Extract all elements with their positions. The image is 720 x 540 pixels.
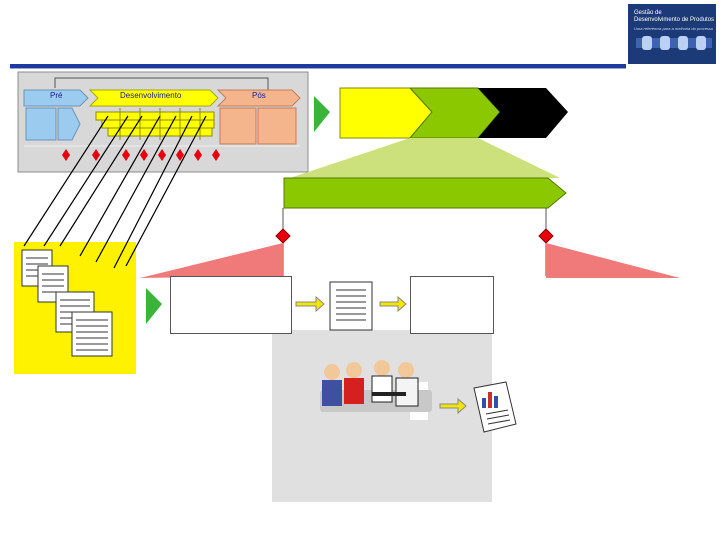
arrow-right-icon <box>295 295 325 313</box>
title-rule-shadow <box>10 68 626 69</box>
arrow-right-icon <box>379 295 407 313</box>
gate-markers <box>62 149 220 161</box>
chevron-black <box>478 88 568 138</box>
process-map-bracket <box>54 77 269 90</box>
meeting-people-icon <box>320 360 432 412</box>
phase-label-pos: Pós <box>252 91 266 100</box>
zoom-trapezoid <box>290 138 560 178</box>
logo-subtitle: Uma referência para a melhoria do proces… <box>634 26 714 31</box>
document-icon <box>329 281 373 331</box>
gate-fan-left <box>140 243 283 278</box>
gear-logo-icon <box>636 36 712 50</box>
phase-label-pre: Pré <box>50 91 63 100</box>
arrow-right-icon <box>314 96 330 132</box>
phase-pos-arrow <box>216 89 301 107</box>
logo-title: Gestão de Desenvolvimento de Produtos <box>634 10 715 23</box>
chart-report-icon <box>473 381 517 433</box>
phase-pre-block-2 <box>57 107 81 141</box>
phase-dev-arrow <box>88 89 219 107</box>
phase-pos-block-1 <box>219 107 257 145</box>
phase-pre-block-1 <box>25 107 57 141</box>
title-rule <box>10 64 626 68</box>
process-box-input <box>170 276 292 334</box>
stage-arrow <box>283 177 567 209</box>
phase-pos-block-2 <box>257 107 297 145</box>
phase-label-dev: Desenvolvimento <box>120 91 182 100</box>
document-icon <box>71 311 113 357</box>
process-box-output <box>410 276 494 334</box>
gate-fan-right <box>546 243 680 278</box>
phase-pre-arrow <box>23 89 89 107</box>
document-stack <box>21 249 113 357</box>
arrow-right-icon <box>146 288 162 324</box>
logo: Gestão de Desenvolvimento de Produtos Um… <box>628 4 716 64</box>
arrow-right-icon <box>439 397 467 415</box>
phase-dev-activities <box>95 108 215 140</box>
